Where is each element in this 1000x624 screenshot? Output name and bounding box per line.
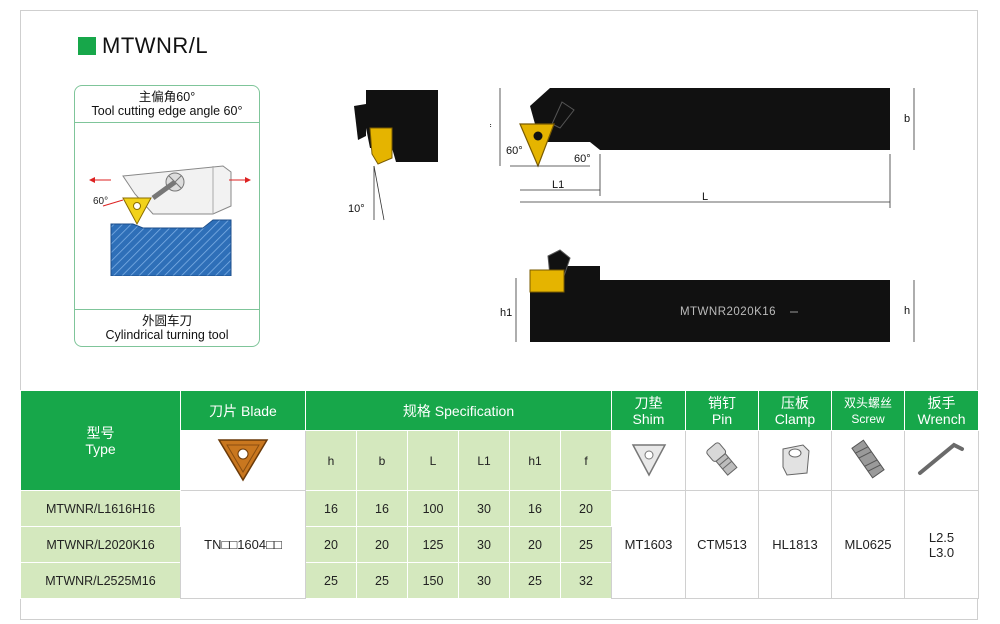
row-val: 25 [356,562,408,599]
dim-h1-label: h1 [500,307,512,319]
panel-angle-label: 60° [93,196,108,207]
top-angle-1: 60° [506,145,523,157]
wrench-code: L2.5 L3.0 [904,490,979,599]
spec-col-b: b [356,430,408,491]
screw-image-cell [831,430,905,491]
panel-bottom-cn: 外圆车刀 [141,314,192,328]
row-val: 25 [509,562,561,599]
clamp-icon [782,444,810,476]
spec-col-L: L [407,430,459,491]
clamp-code: HL1813 [758,490,832,599]
pin-code: CTM513 [685,490,759,599]
panel-top-en: Tool cutting edge angle 60° [91,104,243,118]
table-row: MTWNR/L2525M16 25 25 150 30 25 32 [20,562,979,599]
wrench-icon [917,442,964,475]
dim-L1-label: L1 [552,179,564,191]
spec-col-h: h [305,430,357,491]
page-title: MTWNR/L [78,33,209,58]
row-val: 30 [458,526,510,563]
shank-marking: MTWNR2020K16 [680,306,776,318]
blade-insert-icon [217,439,269,482]
row-val: 32 [560,562,612,599]
screw-icon [851,439,885,479]
side-view-drawing: MTWNR2020K16 h1 h [500,249,915,342]
spec-col-h1: h1 [509,430,561,491]
row-val: 20 [305,526,357,563]
clamp-image-cell [758,430,832,491]
table-row: MTWNR/L1616H16 TN□□1604□□ 16 16 100 30 1… [20,490,979,599]
row-type: MTWNR/L1616H16 [20,490,181,527]
top-view-drawing: f 60° 60° L1 L b [490,88,915,208]
title-text: MTWNR/L [102,33,209,58]
spec-col-f: f [560,430,612,491]
dim-h-label: h [904,305,910,317]
row-val: 30 [458,562,510,599]
wrench-image-cell [904,430,979,491]
blade-code: TN□□1604□□ [180,490,306,599]
front-angle-label: 10° [348,203,365,215]
dim-L-label: L [702,191,708,203]
shim-icon [631,444,666,477]
shim-code: MT1603 [611,490,686,599]
screw-code: ML0625 [831,490,905,599]
header-row-2: h b L L1 h1 f [21,430,979,491]
row-val: 150 [407,562,459,599]
row-val: 25 [305,562,357,599]
spec-header: 规格 Specification [305,390,612,431]
table-row: MTWNR/L2020K16 20 20 125 30 20 25 [20,526,979,563]
end-view-drawing: 10° [348,90,438,221]
panel-bottom-caption: 外圆车刀 Cylindrical turning tool [75,309,259,342]
top-angle-2: 60° [574,153,591,165]
row-val: 16 [509,490,561,527]
blade-image-cell [180,430,306,491]
blade-header: 刀片 Blade [180,390,306,431]
edge-angle-panel: 主偏角60° Tool cutting edge angle 60° 60° 外… [74,85,260,347]
row-val: 16 [305,490,357,527]
pin-icon [706,442,738,476]
title-green-square [78,37,96,55]
pin-image-cell [685,430,759,491]
dim-b-label: b [904,113,910,125]
row-type: MTWNR/L2525M16 [20,562,181,599]
row-val: 25 [560,526,612,563]
row-val: 16 [356,490,408,527]
dim-f-label: f [490,123,492,135]
panel-bottom-en: Cylindrical turning tool [105,328,229,342]
row-val: 100 [407,490,459,527]
turning-illustration: 60° [89,165,251,276]
row-val: 125 [407,526,459,563]
spec-col-L1: L1 [458,430,510,491]
row-val: 30 [458,490,510,527]
row-type: MTWNR/L2020K16 [20,526,181,563]
row-val: 20 [560,490,612,527]
row-val: 20 [356,526,408,563]
shim-image-cell [611,430,686,491]
panel-top-cn: 主偏角60° [138,90,196,104]
type-header: 型号 Type [20,390,181,491]
panel-top-caption: 主偏角60° Tool cutting edge angle 60° [75,90,259,123]
row-val: 20 [509,526,561,563]
